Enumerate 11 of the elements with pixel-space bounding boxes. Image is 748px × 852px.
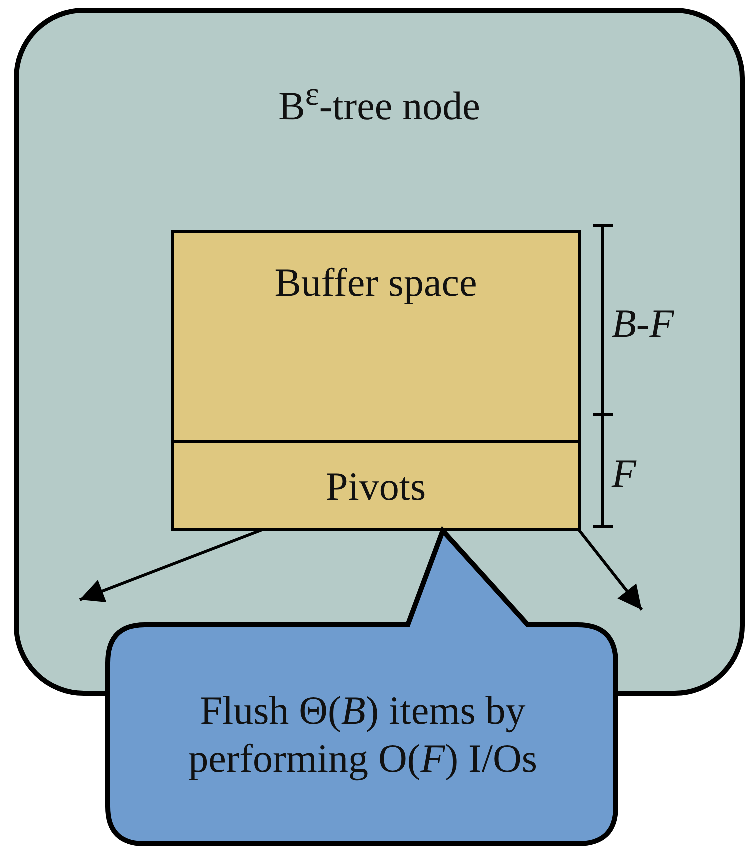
arrow [578, 529, 644, 611]
pivots-region [171, 440, 581, 531]
region-label: Buffer space [274, 259, 478, 307]
buffer-region [171, 230, 581, 443]
node-title: B$^{ε}$-tree node [278, 75, 482, 130]
dimension-label: F [612, 450, 636, 498]
node-box [14, 8, 745, 696]
region-label: Pivots [324, 463, 428, 511]
callout-text: Flush Θ(B) items by performing O(F) I/Os [188, 687, 538, 783]
dimension-label: B-F [612, 300, 674, 348]
arrow [79, 528, 263, 603]
